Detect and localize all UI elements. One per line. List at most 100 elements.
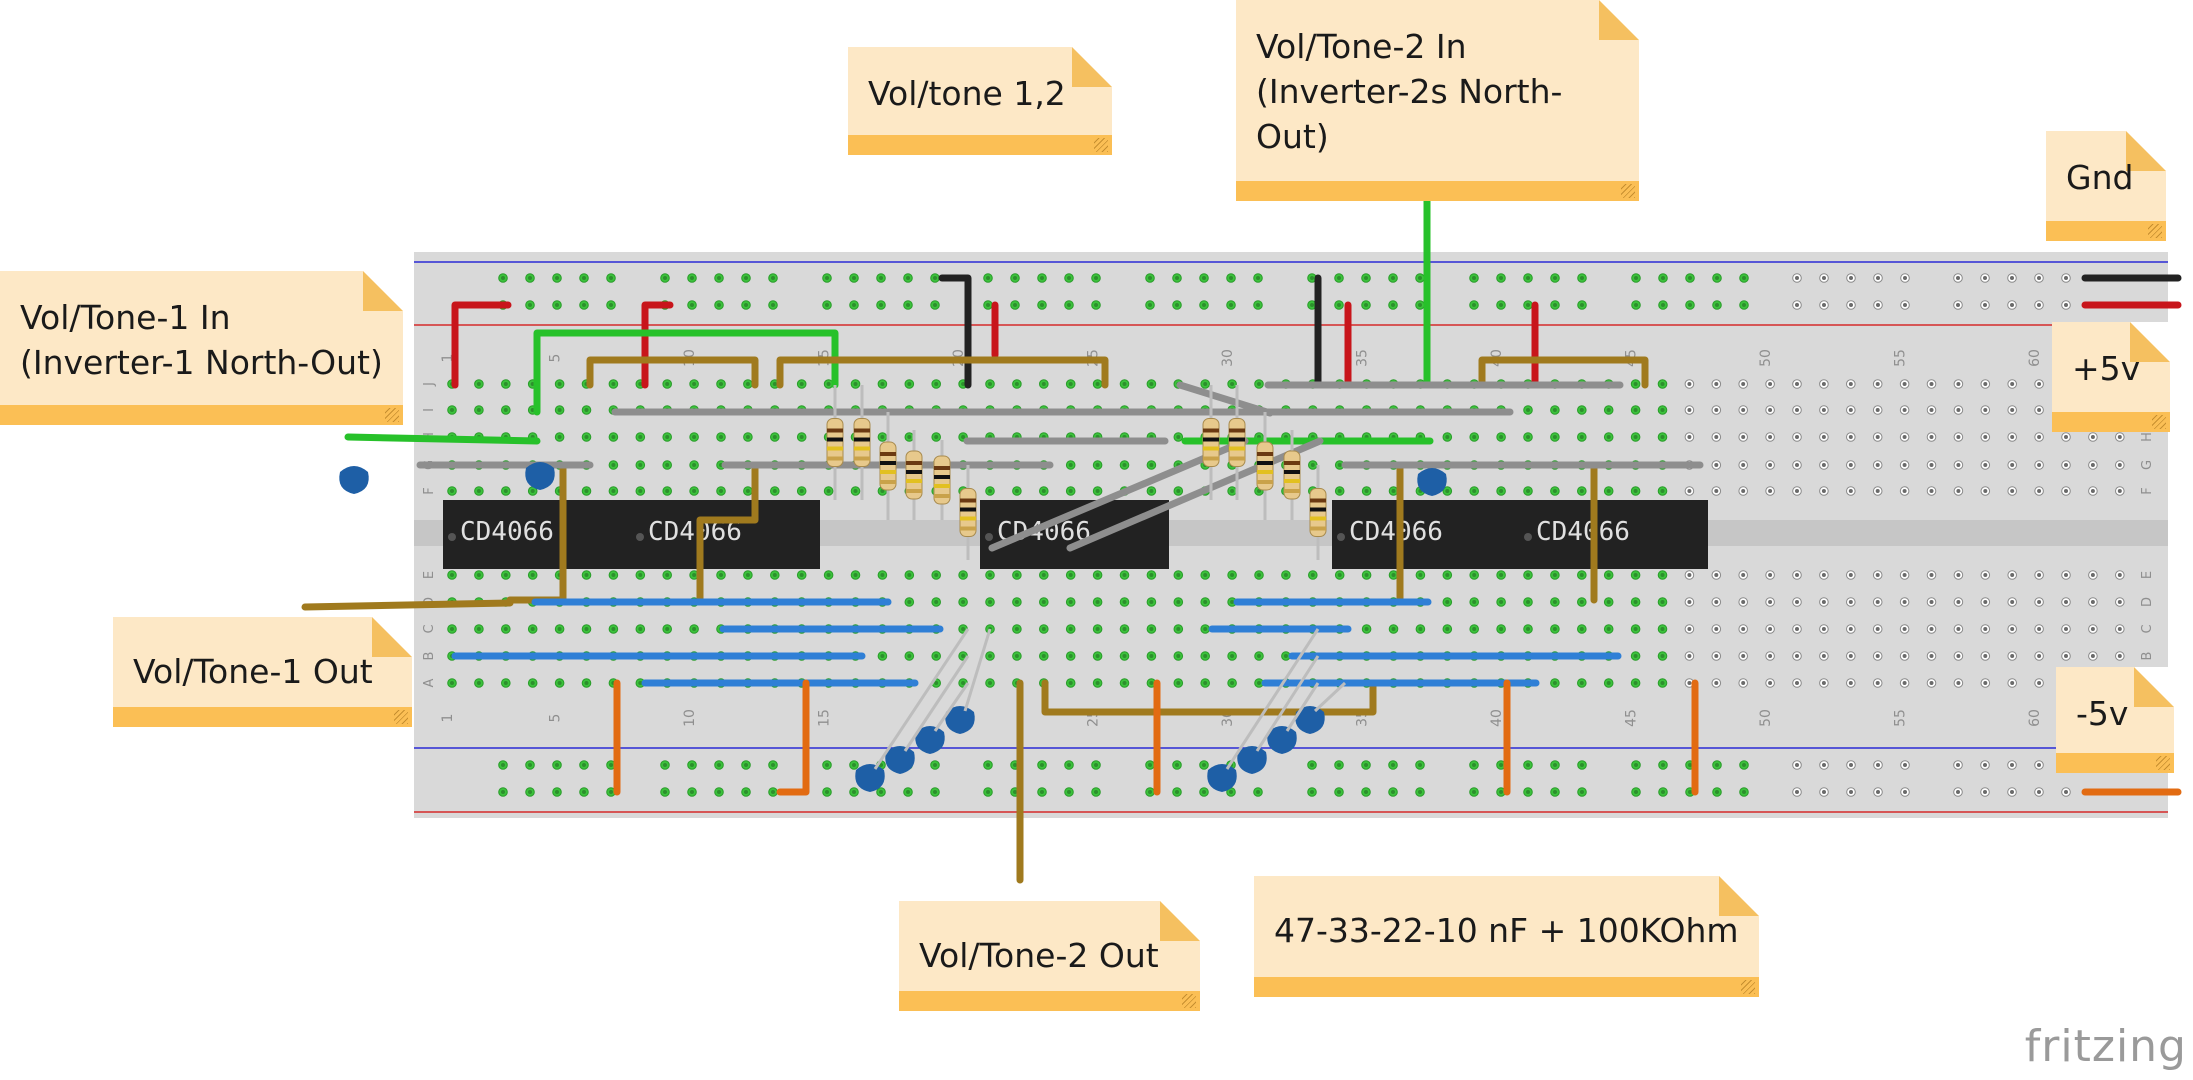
resize-grip-icon[interactable] [1621, 184, 1635, 198]
power-rail-hole-center [1876, 276, 1880, 280]
ic-pin1-dot [985, 533, 993, 541]
row-letter-label: E [2140, 571, 2155, 579]
wire-brown [1041, 679, 1377, 716]
power-rail-hole-center [1983, 303, 1987, 307]
note-caps-resistor[interactable]: 47-33-22-10 nF + 100KOhm [1254, 876, 1759, 997]
resize-grip-icon[interactable] [2148, 224, 2162, 238]
power-rail-hole-center [1742, 790, 1746, 794]
resize-grip-icon[interactable] [385, 408, 399, 422]
note-plus5v[interactable]: +5v [2052, 322, 2170, 432]
note-vol-tone-1-out[interactable]: Vol/Tone-1 Out [113, 617, 412, 727]
breadboard-hole-center [1929, 681, 1934, 685]
note-vol-tone-2-out[interactable]: Vol/Tone-2 Out [899, 901, 1200, 1011]
breadboard-hole-center [665, 463, 670, 467]
resize-grip-icon[interactable] [1741, 980, 1755, 994]
breadboard-hole-center [1983, 627, 1988, 631]
note-vol-tone-2-in[interactable]: Vol/Tone-2 In (Inverter-2s North- Out) [1236, 0, 1639, 201]
breadboard-hole-center [584, 627, 589, 631]
resistor-band [1284, 489, 1300, 493]
power-rail-hole-center [528, 303, 532, 307]
note-text: Vol/Tone-1 Out [133, 652, 373, 691]
resistor-band [854, 446, 870, 451]
power-rail-hole-center [663, 790, 667, 794]
breadboard-hole-center [2010, 627, 2015, 631]
breadboard-hole-center [1741, 489, 1746, 493]
power-rail-hole-center [2010, 790, 2014, 794]
power-rail-hole-center [1795, 790, 1799, 794]
breadboard-hole-center [1848, 489, 1853, 493]
breadboard-hole-center [503, 573, 508, 577]
note-footer [2052, 412, 2170, 432]
resistor-band [1310, 498, 1326, 503]
note-vol-tone-12[interactable]: Vol/tone 1,2 [848, 47, 1112, 155]
breadboard-hole-center [1741, 654, 1746, 658]
power-rail-hole-center [1067, 276, 1071, 280]
resistor-band [1284, 470, 1300, 474]
breadboard-hole-center [1660, 489, 1665, 493]
wire-orange [776, 679, 810, 796]
breadboard-hole-center [503, 408, 508, 412]
breadboard-hole-center [1606, 627, 1611, 631]
breadboard-hole-center [1445, 600, 1450, 604]
resize-grip-icon[interactable] [1182, 994, 1196, 1008]
breadboard-hole-center [1929, 408, 1934, 412]
breadboard-hole-center [934, 681, 939, 685]
power-rail-hole-center [825, 763, 829, 767]
power-rail-hole-center [1418, 763, 1422, 767]
breadboard-hole-center [1068, 681, 1073, 685]
power-rail-hole-center [1876, 763, 1880, 767]
capacitor-body [1417, 468, 1447, 496]
breadboard-hole-center [638, 463, 643, 467]
note-vol-tone-1-in[interactable]: Vol/Tone-1 In (Inverter-1 North-Out) [0, 271, 403, 425]
column-number-label: 15 [817, 709, 833, 727]
power-rail-hole-center [1903, 303, 1907, 307]
breadboard-hole-center [1821, 382, 1826, 386]
resize-grip-icon[interactable] [1094, 138, 1108, 152]
breadboard-hole-center [1795, 489, 1799, 493]
breadboard-hole-center [1795, 435, 1799, 439]
power-rail-hole-center [1013, 763, 1017, 767]
power-rail-hole-center [1553, 763, 1557, 767]
resize-grip-icon[interactable] [2156, 756, 2170, 770]
resize-grip-icon[interactable] [394, 710, 408, 724]
breadboard-hole-center [1902, 681, 1907, 685]
power-rail-hole-center [771, 790, 775, 794]
row-letter-label: B [422, 652, 437, 661]
breadboard-hole-center [1364, 573, 1369, 577]
note-text: Vol/tone 1,2 [868, 74, 1066, 113]
breadboard-hole-center [1660, 435, 1665, 439]
power-rail-hole-center [1499, 763, 1503, 767]
ic-chip: CD4066 [1332, 500, 1521, 569]
breadboard-hole-center [692, 382, 697, 386]
breadboard-hole-center [2117, 573, 2122, 577]
breadboard-hole-center [2010, 573, 2015, 577]
breadboard-hole-center [1337, 573, 1342, 577]
breadboard-hole-center [799, 435, 804, 439]
breadboard-hole-center [1821, 573, 1826, 577]
breadboard-hole-center [2037, 573, 2042, 577]
note-gnd[interactable]: Gnd [2046, 131, 2166, 241]
breadboard-hole-center [1552, 681, 1557, 685]
wire-brown [586, 356, 759, 389]
breadboard-hole-center [557, 681, 562, 685]
breadboard-hole-center [961, 382, 966, 386]
power-rail-hole-center [1013, 303, 1017, 307]
power-rail-hole-center [1903, 790, 1907, 794]
ic-chip: CD4066 [443, 500, 632, 569]
breadboard-hole-center [961, 435, 966, 439]
power-rail-hole-center [1661, 303, 1665, 307]
breadboard-hole-center [1418, 573, 1423, 577]
power-rail-hole-center [1418, 790, 1422, 794]
breadboard-hole-center [1633, 435, 1638, 439]
breadboard-hole-center [1687, 681, 1692, 685]
capacitor-lead [1313, 681, 1347, 713]
breadboard-hole-center [907, 573, 912, 577]
breadboard-hole-center [1983, 463, 1988, 467]
note-minus5v[interactable]: -5v [2056, 667, 2174, 773]
capacitor-body [915, 726, 945, 754]
breadboard-hole-center [1875, 489, 1880, 493]
power-rail-hole-center [744, 276, 748, 280]
power-rail-hole-center [1742, 763, 1746, 767]
breadboard-hole-center [1768, 382, 1773, 386]
resize-grip-icon[interactable] [2152, 415, 2166, 429]
